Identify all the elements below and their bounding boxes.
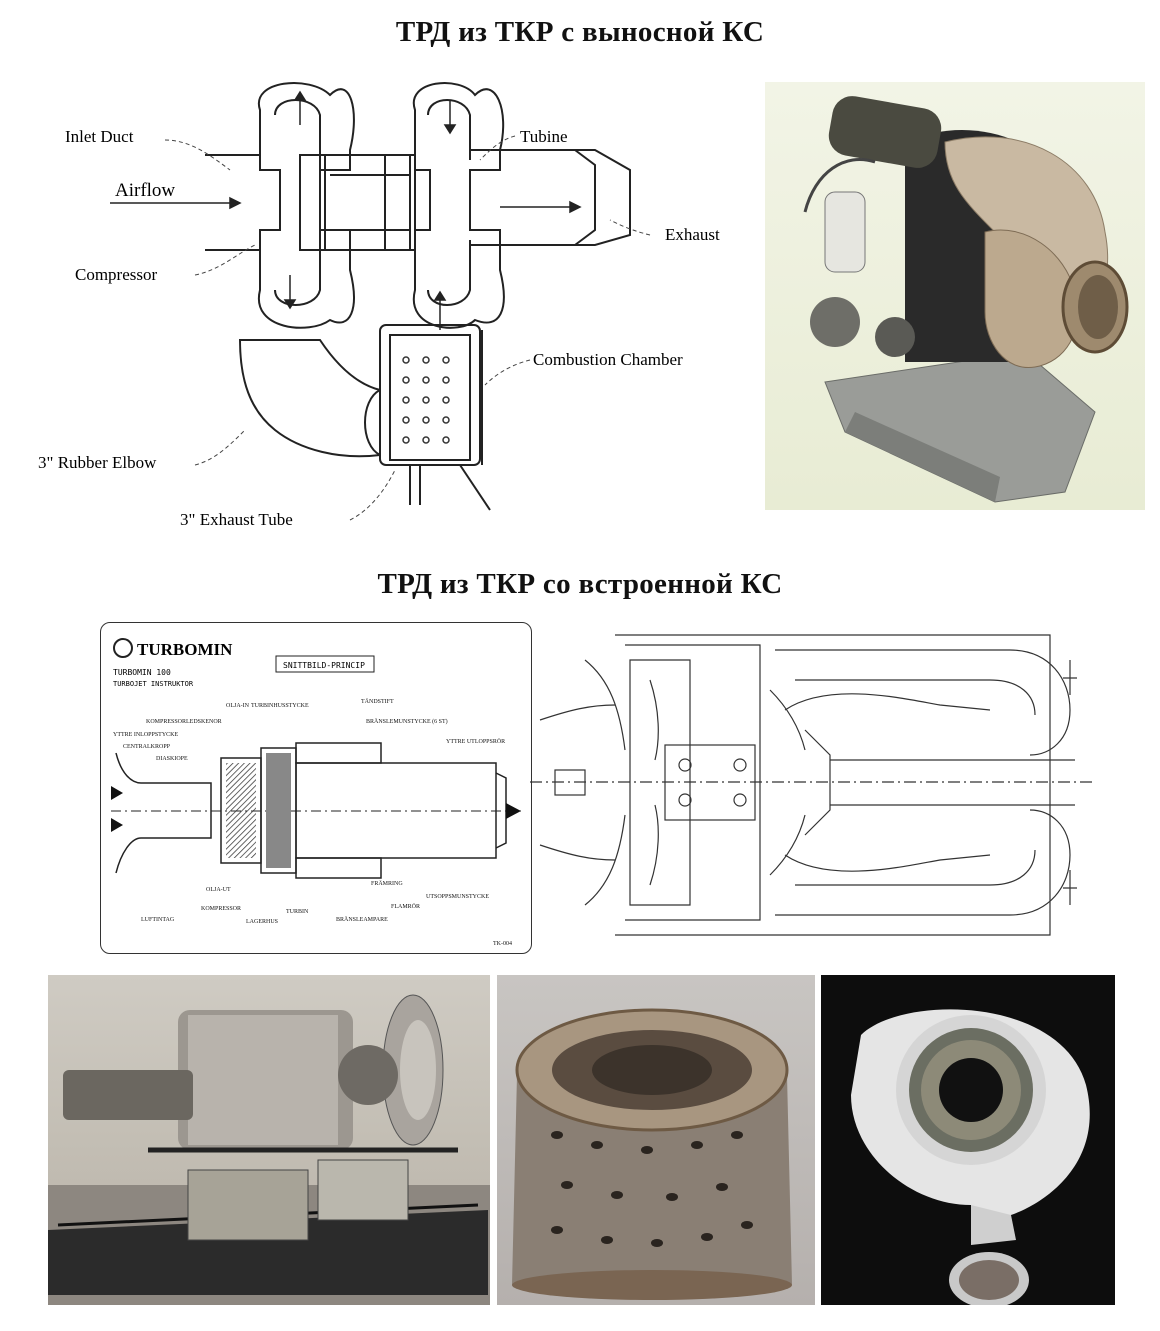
turbomin-model: TURBOMIN 100	[113, 668, 171, 677]
section-title-external-combustor: ТРД из ТКР с выносной КС	[395, 16, 765, 48]
turbojet-on-stand-photo	[48, 975, 490, 1305]
label-lagerhus: LAGERHUS	[246, 919, 278, 925]
inlet-duct-label: Inlet Duct	[65, 127, 134, 146]
turbomin-subtitle: TURBOJET INSTRUKTOR	[113, 680, 194, 688]
airflow-label: Airflow	[115, 180, 175, 201]
rubber-elbow-label: 3" Rubber Elbow	[38, 453, 157, 472]
exhaust-label: Exhaust	[665, 225, 720, 244]
label-yttre-utlopp: YTTRE UTLOPPSRÖR	[446, 738, 505, 745]
label-luftintag: LUFTINTAG	[141, 917, 175, 923]
label-tandstift: TÄNDSTIFT	[361, 698, 394, 705]
label-bransle: BRÄNSLEMUNSTYCKE (6 ST)	[366, 718, 448, 725]
label-turbinhus: TURBINHUSSTYCKE	[251, 703, 309, 709]
label-yttre-inlopp: YTTRE INLOPPSTYCKE	[113, 732, 179, 738]
label-kompressor-skenor: KOMPRESSORLEDSKENOR	[146, 719, 222, 725]
external-combustor-schematic: Inlet Duct Airflow Compressor Tubine Exh…	[30, 70, 750, 540]
label-drawing-code: TK-004	[493, 941, 512, 947]
label-bransleampare: BRÄNSLEAMPARE	[336, 916, 388, 923]
label-framring: FRÄMRING	[371, 880, 403, 887]
label-olja-in: OLJA-IN	[226, 703, 250, 709]
compressor-housing-photo	[821, 975, 1115, 1305]
label-stoppsm: UTSOPPSMUNSTYCKE	[426, 894, 489, 900]
section-title-integrated-combustor: ТРД из ТКР со встроенной КС	[377, 568, 783, 600]
compressor-label: Compressor	[75, 265, 158, 284]
turbomin-cutaway-diagram: TURBOMIN TURBOMIN 100 TURBOJET INSTRUKTO…	[100, 622, 532, 954]
label-diaskiope: DIASKIOPE	[156, 756, 188, 762]
label-olja-ut: OLJA-UT	[206, 887, 231, 893]
label-centralkropp: CENTRALKROPP	[123, 744, 171, 750]
turbomin-box-title: SNITTBILD-PRINCIP	[283, 661, 365, 670]
turbojet-cross-section-drawing	[530, 620, 1095, 950]
combustion-chamber-label: Combustion Chamber	[533, 350, 683, 369]
exhaust-tube-label: 3" Exhaust Tube	[180, 510, 293, 529]
turbine-label: Tubine	[520, 127, 568, 146]
perforated-combustor-liner-photo	[497, 975, 815, 1305]
label-flamror: FLAMRÖR	[391, 903, 420, 910]
label-turbin: TURBIN	[286, 909, 309, 915]
external-burner-engine-photo	[765, 82, 1145, 510]
turbomin-brand: TURBOMIN	[137, 640, 233, 659]
label-compressor-sv: KOMPRESSOR	[201, 906, 241, 912]
